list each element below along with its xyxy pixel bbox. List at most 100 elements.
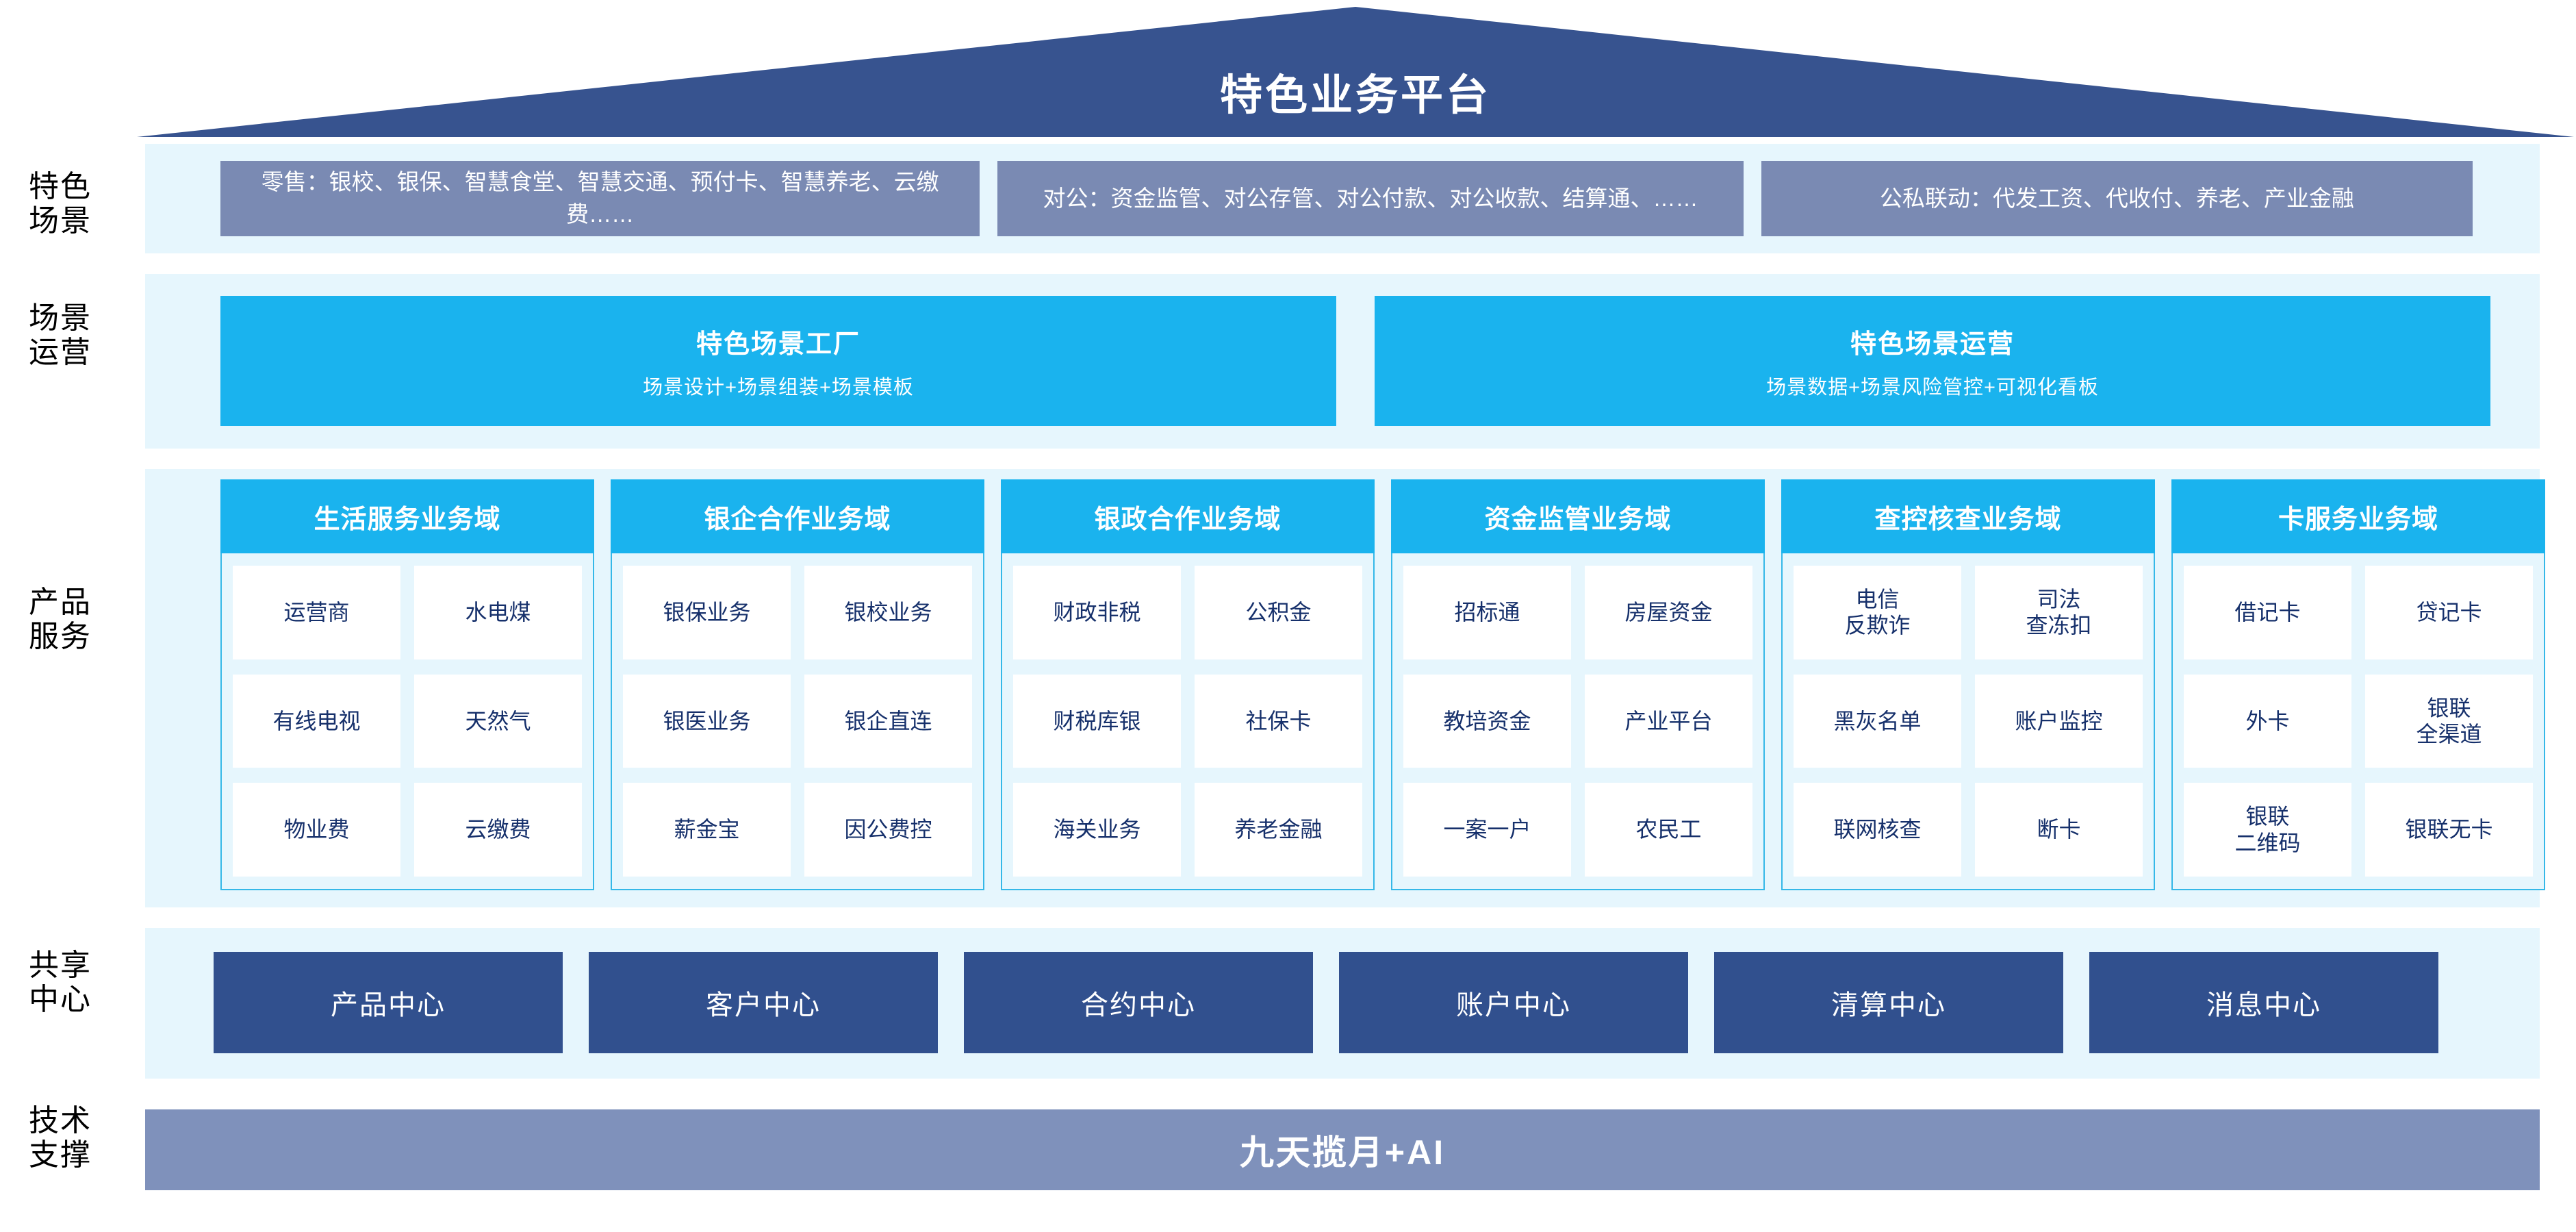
scenario-box-list: 零售：银校、银保、智慧食堂、智慧交通、预付卡、智慧养老、云缴费…… 对公：资金监… xyxy=(220,161,2473,236)
domain-row: 银联 二维码 银联无卡 xyxy=(2184,783,2533,877)
domain-row: 物业费 云缴费 xyxy=(233,783,582,877)
page-title: 特色业务平台 xyxy=(137,7,2574,137)
platform-roof-banner: 特色业务平台 xyxy=(0,0,2576,140)
domain-cell[interactable]: 水电煤 xyxy=(414,566,582,659)
shared-center-list: 产品中心 客户中心 合约中心 账户中心 清算中心 消息中心 xyxy=(214,952,2438,1053)
domain-column-bank-government[interactable]: 银政合作业务域 财政非税 公积金 财税库银 社保卡 海关业务 养老金融 xyxy=(1001,479,1375,890)
domain-cell[interactable]: 司法 查冻扣 xyxy=(1975,566,2143,659)
domain-cell[interactable]: 银企直连 xyxy=(804,674,972,768)
domain-cell[interactable]: 贷记卡 xyxy=(2365,566,2533,659)
domain-row: 银保业务 银校业务 xyxy=(623,566,972,659)
domain-row: 联网核查 断卡 xyxy=(1794,783,2143,877)
domain-column-investigation-control[interactable]: 查控核查业务域 电信 反欺诈 司法 查冻扣 黑灰名单 账户监控 联网核查 断卡 xyxy=(1781,479,2155,890)
operation-subtitle-scene-operation: 场景数据+场景风险管控+可视化看板 xyxy=(1766,376,2099,399)
left-rail: 特色 场景 场景 运营 产品 服务 共享 中心 技术 支撑 xyxy=(0,0,145,1232)
rail-label-shared-center: 共享 中心 xyxy=(29,948,92,1017)
domain-title-card-service: 卡服务业务域 xyxy=(2171,479,2545,553)
domain-cell[interactable]: 社保卡 xyxy=(1195,674,1362,768)
domain-cell[interactable]: 财政非税 xyxy=(1013,566,1181,659)
domain-row: 财政非税 公积金 xyxy=(1013,566,1362,659)
domain-cell[interactable]: 运营商 xyxy=(233,566,400,659)
operation-title-scene-operation: 特色场景运营 xyxy=(1850,329,2015,359)
domain-cell[interactable]: 薪金宝 xyxy=(623,783,791,877)
domain-cell[interactable]: 账户监控 xyxy=(1975,674,2143,768)
domain-cell[interactable]: 外卡 xyxy=(2184,674,2351,768)
domain-column-life-service[interactable]: 生活服务业务域 运营商 水电煤 有线电视 天然气 物业费 云缴费 xyxy=(220,479,594,890)
domain-row: 薪金宝 因公费控 xyxy=(623,783,972,877)
shared-center-account[interactable]: 账户中心 xyxy=(1339,952,1688,1053)
domain-row: 招标通 房屋资金 xyxy=(1403,566,1752,659)
domain-cell[interactable]: 房屋资金 xyxy=(1585,566,1752,659)
rail-label-product-service: 产品 服务 xyxy=(29,586,92,654)
domain-column-list: 生活服务业务域 运营商 水电煤 有线电视 天然气 物业费 云缴费 银企合作业务域… xyxy=(220,479,2545,890)
operation-title-scene-factory: 特色场景工厂 xyxy=(696,329,860,359)
domain-cell[interactable]: 银医业务 xyxy=(623,674,791,768)
domain-column-fund-supervision[interactable]: 资金监管业务域 招标通 房屋资金 教培资金 产业平台 一案一户 农民工 xyxy=(1391,479,1765,890)
domain-cell[interactable]: 电信 反欺诈 xyxy=(1794,566,1961,659)
domain-row: 银医业务 银企直连 xyxy=(623,674,972,768)
page-title-text: 特色业务平台 xyxy=(1219,72,1491,119)
domain-title-investigation-control: 查控核查业务域 xyxy=(1781,479,2155,553)
domain-cell[interactable]: 云缴费 xyxy=(414,783,582,877)
operation-subtitle-scene-factory: 场景设计+场景组装+场景模板 xyxy=(643,376,914,399)
domain-cell[interactable]: 养老金融 xyxy=(1195,783,1362,877)
domain-row: 有线电视 天然气 xyxy=(233,674,582,768)
domain-cell[interactable]: 公积金 xyxy=(1195,566,1362,659)
rail-label-tech-support: 技术 支撑 xyxy=(29,1104,92,1172)
tech-support-bar[interactable]: 九天揽月+AI xyxy=(145,1109,2540,1190)
operation-box-scene-factory[interactable]: 特色场景工厂 场景设计+场景组装+场景模板 xyxy=(220,296,1336,426)
domain-cell[interactable]: 有线电视 xyxy=(233,674,400,768)
domain-title-fund-supervision: 资金监管业务域 xyxy=(1391,479,1765,553)
domain-cell[interactable]: 产业平台 xyxy=(1585,674,1752,768)
shared-center-message[interactable]: 消息中心 xyxy=(2089,952,2438,1053)
domain-cell[interactable]: 一案一户 xyxy=(1403,783,1571,877)
operation-box-scene-operation[interactable]: 特色场景运营 场景数据+场景风险管控+可视化看板 xyxy=(1375,296,2490,426)
domain-title-bank-government: 银政合作业务域 xyxy=(1001,479,1375,553)
domain-cell[interactable]: 借记卡 xyxy=(2184,566,2351,659)
domain-cell[interactable]: 教培资金 xyxy=(1403,674,1571,768)
domain-row: 黑灰名单 账户监控 xyxy=(1794,674,2143,768)
operation-box-list: 特色场景工厂 场景设计+场景组装+场景模板 特色场景运营 场景数据+场景风险管控… xyxy=(220,296,2490,426)
domain-cell[interactable]: 海关业务 xyxy=(1013,783,1181,877)
domain-row: 外卡 银联 全渠道 xyxy=(2184,674,2533,768)
domain-cell[interactable]: 银保业务 xyxy=(623,566,791,659)
domain-body-card-service: 借记卡 贷记卡 外卡 银联 全渠道 银联 二维码 银联无卡 xyxy=(2171,553,2545,890)
domain-cell[interactable]: 黑灰名单 xyxy=(1794,674,1961,768)
domain-cell[interactable]: 天然气 xyxy=(414,674,582,768)
domain-title-life-service: 生活服务业务域 xyxy=(220,479,594,553)
domain-cell[interactable]: 银联 全渠道 xyxy=(2365,674,2533,768)
domain-cell[interactable]: 银联 二维码 xyxy=(2184,783,2351,877)
domain-row: 教培资金 产业平台 xyxy=(1403,674,1752,768)
domain-cell[interactable]: 物业费 xyxy=(233,783,400,877)
rail-label-operation: 场景 运营 xyxy=(29,301,92,370)
domain-column-card-service[interactable]: 卡服务业务域 借记卡 贷记卡 外卡 银联 全渠道 银联 二维码 银联无卡 xyxy=(2171,479,2545,890)
domain-body-fund-supervision: 招标通 房屋资金 教培资金 产业平台 一案一户 农民工 xyxy=(1391,553,1765,890)
shared-center-clearing[interactable]: 清算中心 xyxy=(1714,952,2063,1053)
domain-body-investigation-control: 电信 反欺诈 司法 查冻扣 黑灰名单 账户监控 联网核查 断卡 xyxy=(1781,553,2155,890)
domain-cell[interactable]: 银联无卡 xyxy=(2365,783,2533,877)
domain-body-life-service: 运营商 水电煤 有线电视 天然气 物业费 云缴费 xyxy=(220,553,594,890)
domain-cell[interactable]: 招标通 xyxy=(1403,566,1571,659)
domain-cell[interactable]: 联网核查 xyxy=(1794,783,1961,877)
shared-center-product[interactable]: 产品中心 xyxy=(214,952,563,1053)
domain-cell[interactable]: 银校业务 xyxy=(804,566,972,659)
scenario-box-linkage[interactable]: 公私联动：代发工资、代收付、养老、产业金融 xyxy=(1761,161,2473,236)
domain-body-bank-government: 财政非税 公积金 财税库银 社保卡 海关业务 养老金融 xyxy=(1001,553,1375,890)
domain-title-bank-enterprise: 银企合作业务域 xyxy=(611,479,984,553)
domain-row: 借记卡 贷记卡 xyxy=(2184,566,2533,659)
domain-row: 海关业务 养老金融 xyxy=(1013,783,1362,877)
domain-row: 一案一户 农民工 xyxy=(1403,783,1752,877)
domain-row: 电信 反欺诈 司法 查冻扣 xyxy=(1794,566,2143,659)
domain-row: 运营商 水电煤 xyxy=(233,566,582,659)
scenario-box-retail[interactable]: 零售：银校、银保、智慧食堂、智慧交通、预付卡、智慧养老、云缴费…… xyxy=(220,161,980,236)
shared-center-customer[interactable]: 客户中心 xyxy=(589,952,938,1053)
domain-cell[interactable]: 断卡 xyxy=(1975,783,2143,877)
shared-center-contract[interactable]: 合约中心 xyxy=(964,952,1313,1053)
domain-cell[interactable]: 财税库银 xyxy=(1013,674,1181,768)
domain-row: 财税库银 社保卡 xyxy=(1013,674,1362,768)
rail-label-scenarios: 特色 场景 xyxy=(29,170,92,238)
domain-column-bank-enterprise[interactable]: 银企合作业务域 银保业务 银校业务 银医业务 银企直连 薪金宝 因公费控 xyxy=(611,479,984,890)
domain-cell[interactable]: 因公费控 xyxy=(804,783,972,877)
domain-cell[interactable]: 农民工 xyxy=(1585,783,1752,877)
scenario-box-corporate[interactable]: 对公：资金监管、对公存管、对公付款、对公收款、结算通、…… xyxy=(997,161,1744,236)
